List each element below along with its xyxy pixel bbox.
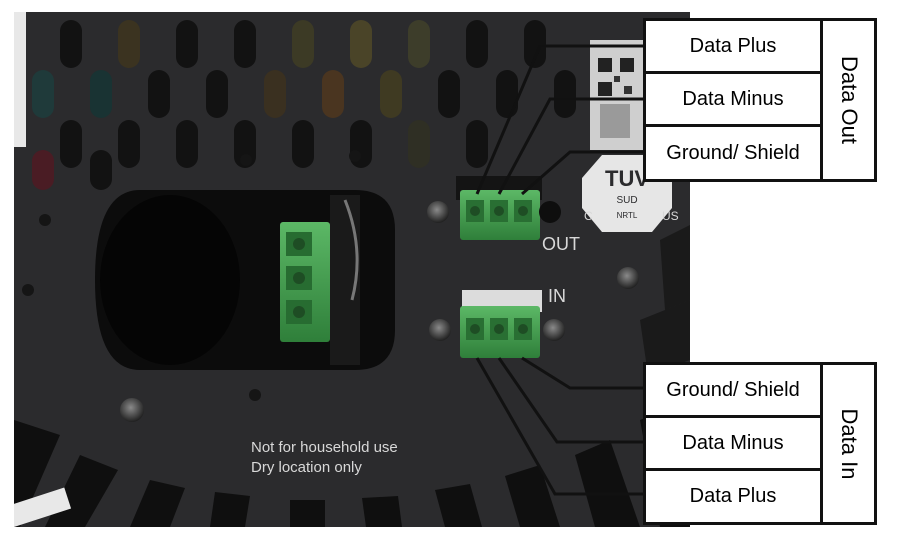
label-in-data-plus: Data Plus bbox=[643, 468, 823, 525]
label-in-ground-shield: Ground/ Shield bbox=[643, 362, 823, 418]
port-in-label: IN bbox=[548, 286, 566, 306]
callout-lines bbox=[475, 44, 645, 496]
warning-line-1: Not for household use bbox=[251, 439, 398, 456]
svg-text:SUD: SUD bbox=[616, 195, 637, 206]
internal-terminal bbox=[280, 222, 330, 342]
leader-out-data-plus bbox=[475, 44, 645, 195]
label-out-data-minus: Data Minus bbox=[643, 71, 823, 127]
data-in-connector bbox=[460, 290, 542, 358]
leader-out-data-minus bbox=[497, 97, 645, 195]
svg-text:NRTL: NRTL bbox=[617, 211, 638, 220]
label-out-data-plus: Data Plus bbox=[643, 18, 823, 74]
port-out-label: OUT bbox=[542, 234, 580, 254]
screws bbox=[22, 150, 639, 422]
label-in-data-minus: Data Minus bbox=[643, 415, 823, 471]
data-in-group: Data In bbox=[820, 362, 877, 525]
leader-in-data-plus bbox=[475, 357, 645, 496]
vent-slots bbox=[32, 20, 576, 190]
label-out-ground-shield: Ground/ Shield bbox=[643, 124, 823, 182]
qr-label bbox=[590, 40, 652, 150]
data-in-title: Data In bbox=[836, 408, 862, 479]
svg-text:TUV: TUV bbox=[605, 166, 649, 191]
data-out-title: Data Out bbox=[836, 55, 862, 145]
leader-in-data-minus bbox=[497, 357, 645, 444]
warning-line-2: Dry location only bbox=[251, 459, 362, 476]
svg-text:US: US bbox=[662, 209, 679, 223]
leader-in-ground bbox=[521, 356, 645, 390]
leader-out-ground bbox=[521, 150, 645, 196]
svg-text:C: C bbox=[584, 209, 593, 223]
data-out-group: Data Out bbox=[820, 18, 877, 182]
